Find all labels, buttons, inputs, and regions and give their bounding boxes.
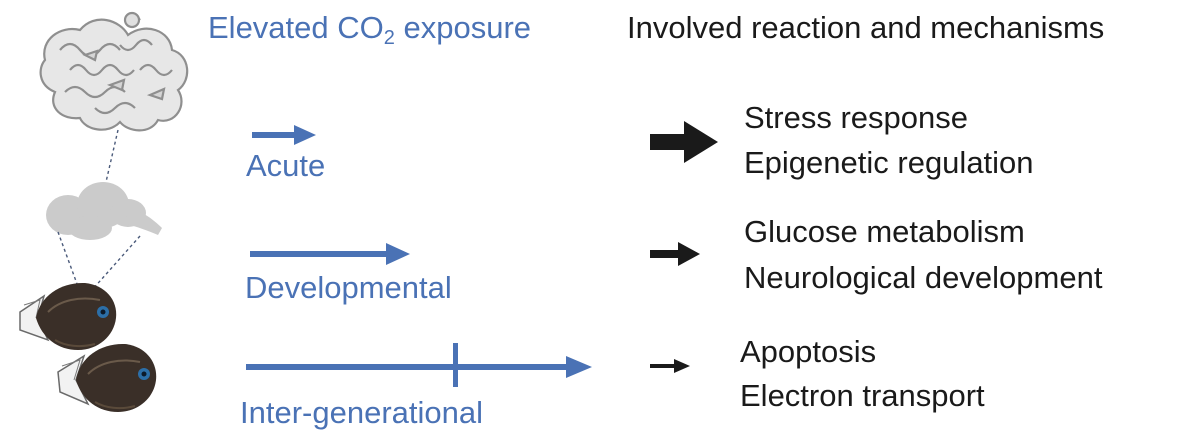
connector-line — [57, 231, 81, 293]
exposure-column-header: Elevated CO2 exposure — [208, 10, 532, 49]
mechanism-item: Neurological development — [744, 260, 1103, 295]
medium-effect-arrow — [650, 242, 700, 266]
fish-brain-icon — [46, 182, 162, 240]
mechanism-item: Electron transport — [740, 378, 985, 413]
damselfish-icon — [19, 282, 117, 350]
mechanisms-column-header: Involved reaction and mechanisms — [627, 10, 1105, 45]
inter-generational-exposure-arrow — [246, 343, 592, 387]
mechanism-item: Stress response — [744, 100, 968, 135]
developmental-label: Developmental — [245, 270, 452, 305]
mechanism-item: Apoptosis — [740, 334, 877, 369]
damselfish-icon — [57, 343, 157, 412]
protein-structure-icon — [39, 11, 189, 132]
connector-line — [91, 235, 141, 291]
mechanism-item: Glucose metabolism — [744, 214, 1025, 249]
strong-effect-arrow — [650, 121, 718, 163]
acute-exposure-arrow — [252, 125, 316, 145]
weak-effect-arrow — [650, 359, 690, 373]
mechanism-item: Epigenetic regulation — [744, 145, 1034, 180]
inter-generational-label: Inter-generational — [240, 395, 483, 430]
connector-line — [105, 129, 119, 183]
generation-divider-tick — [453, 343, 458, 387]
developmental-exposure-arrow — [250, 243, 410, 265]
acute-label: Acute — [246, 148, 326, 183]
